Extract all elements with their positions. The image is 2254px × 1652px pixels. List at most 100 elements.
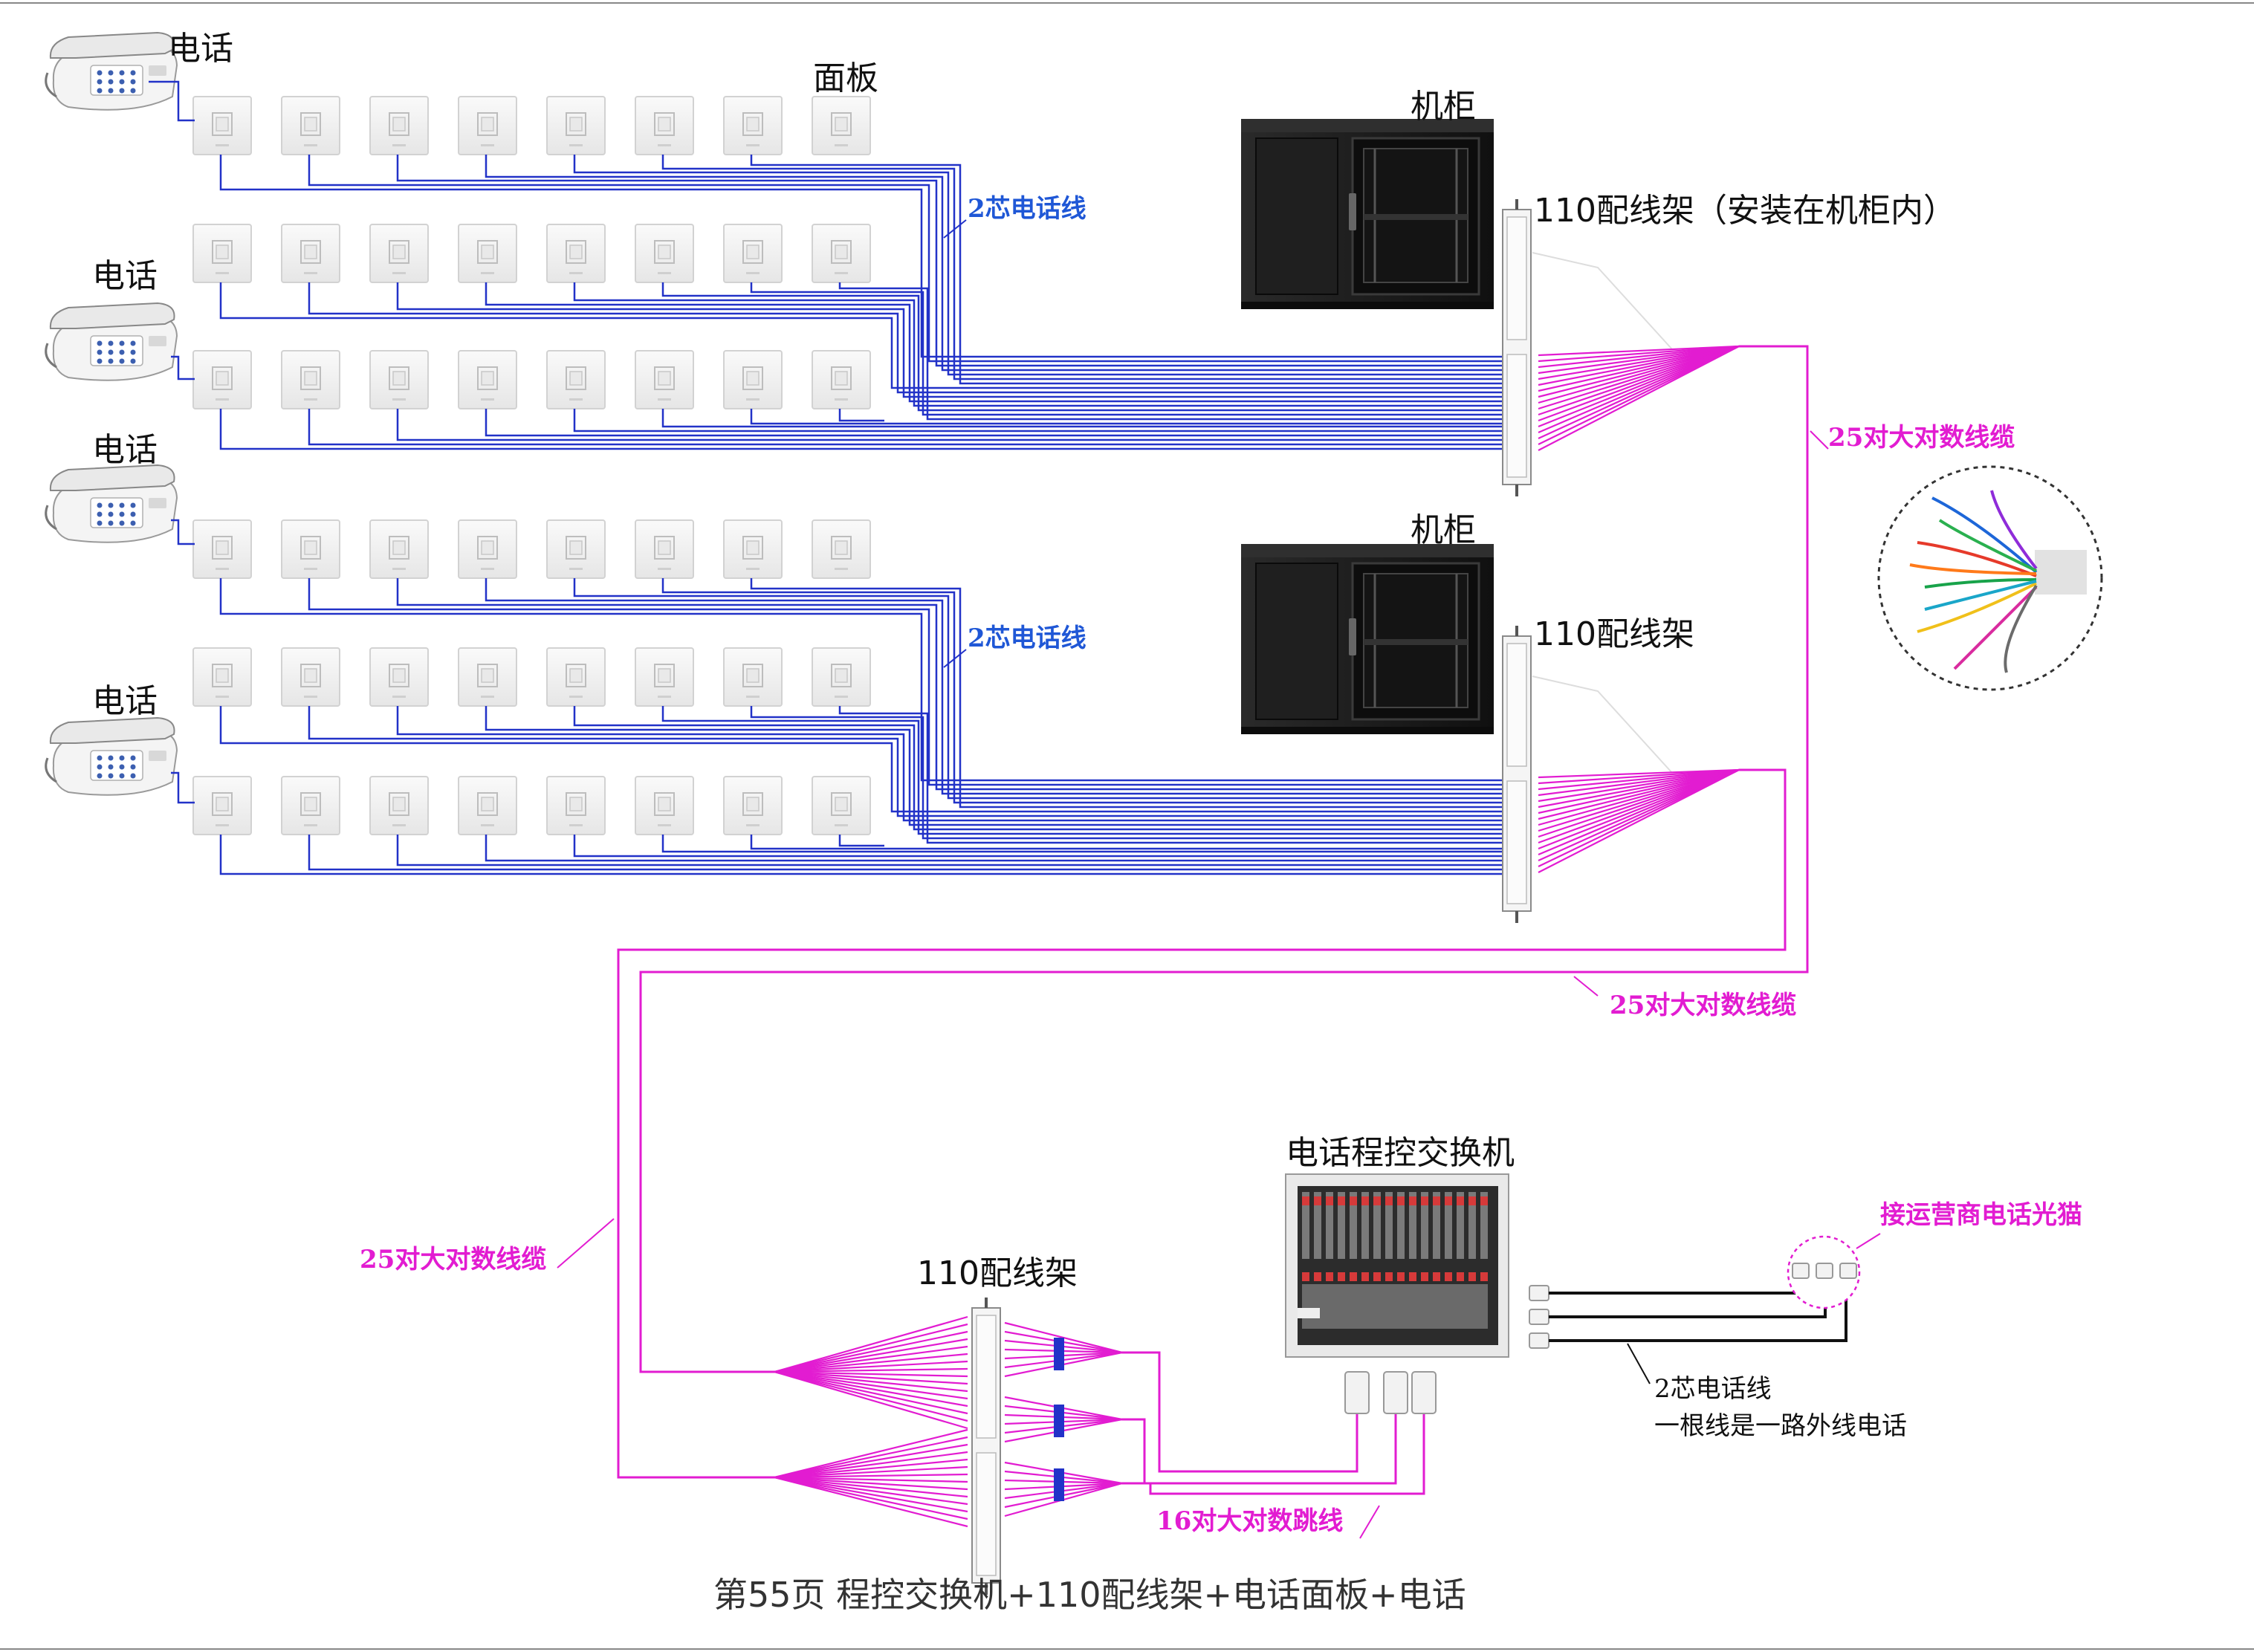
wall-panel-icon	[723, 519, 783, 579]
modem-icon	[1787, 1235, 1861, 1309]
wall-panel-icon	[369, 647, 429, 707]
phone-label: 电话	[168, 30, 233, 68]
cabinet-icon	[1240, 542, 1495, 736]
cable-bundle-icon	[1877, 465, 2103, 691]
cable-25pair-label: 25对大对数线缆	[1610, 991, 1796, 1020]
cable-25pair-label: 25对大对数线缆	[1828, 423, 2015, 453]
wall-panel-icon	[281, 519, 340, 579]
telephone-icon	[45, 716, 178, 797]
phone-cord	[171, 771, 195, 804]
wall-panel-icon	[812, 776, 871, 835]
panel-row-2	[192, 224, 871, 283]
wall-panel-icon	[192, 96, 252, 155]
rack-label-top: 110配线架（安装在机柜内）	[1534, 192, 1956, 230]
cabinet-icon	[1240, 117, 1495, 311]
rack-guide	[1532, 676, 1673, 774]
wall-panel-icon	[281, 96, 340, 155]
wall-panel-icon	[546, 776, 606, 835]
wall-panel-icon	[192, 519, 252, 579]
wall-panel-icon	[546, 96, 606, 155]
wall-panel-icon	[192, 224, 252, 283]
magenta-fan-top	[1538, 345, 1740, 451]
wall-panel-icon	[458, 647, 517, 707]
jumper-plugs	[1344, 1371, 1437, 1414]
wall-panel-icon	[812, 350, 871, 409]
wall-panel-icon	[458, 224, 517, 283]
patch-rack-icon	[971, 1296, 1002, 1596]
wall-panel-icon	[812, 647, 871, 707]
panel-row-5	[192, 647, 871, 707]
wall-panel-icon	[723, 350, 783, 409]
magenta-fan-rack-left	[774, 1315, 968, 1528]
wall-panel-icon	[812, 519, 871, 579]
wall-panel-icon	[635, 224, 694, 283]
wire-2core-label: 2芯电话线	[968, 623, 1086, 653]
magenta-fan-middle	[1538, 768, 1740, 873]
rack-jumper-blocks	[1054, 1338, 1064, 1501]
cabinet-label: 机柜	[1411, 511, 1476, 549]
outer-line-note-2: 一根线是一路外线电话	[1654, 1411, 1907, 1441]
panel-row-6	[192, 776, 871, 835]
wall-panel-icon	[723, 647, 783, 707]
wall-panel-icon	[546, 224, 606, 283]
wall-panel-icon	[812, 96, 871, 155]
wall-panel-icon	[635, 96, 694, 155]
wall-panel-icon	[812, 224, 871, 283]
wall-panel-icon	[192, 350, 252, 409]
rack-label: 110配线架	[1534, 615, 1694, 653]
page-caption: 第55页 程控交换机+110配线架+电话面板+电话	[713, 1575, 1466, 1615]
phone-cord	[171, 519, 195, 545]
trunk-cables	[617, 345, 1809, 1479]
panel-row-4	[192, 519, 871, 579]
phone-cord	[149, 80, 195, 122]
telephone-icon	[45, 464, 178, 544]
wall-panel-icon	[369, 776, 429, 835]
wall-panel-icon	[458, 350, 517, 409]
wall-panel-icon	[546, 647, 606, 707]
wall-panels-top	[192, 96, 871, 409]
wall-panel-icon	[458, 519, 517, 579]
wall-panel-icon	[192, 647, 252, 707]
telephone-icon	[45, 302, 178, 382]
blue-wires-top	[219, 155, 1509, 450]
wall-panel-icon	[546, 350, 606, 409]
wire-2core-label: 2芯电话线	[968, 194, 1086, 224]
wall-panels-bottom	[192, 519, 871, 835]
wall-panel-icon	[281, 350, 340, 409]
patch-rack-icon	[1501, 198, 1532, 498]
wall-panel-icon	[281, 224, 340, 283]
outer-line-jacks	[1529, 1285, 1549, 1349]
wall-panel-icon	[723, 776, 783, 835]
outer-line-note-1: 2芯电话线	[1654, 1374, 1772, 1404]
wall-panel-icon	[458, 96, 517, 155]
wall-panel-icon	[723, 96, 783, 155]
wall-panel-icon	[369, 350, 429, 409]
wall-panel-icon	[723, 224, 783, 283]
panel-row-3	[192, 350, 871, 409]
phone-label: 电话	[92, 257, 158, 295]
panel-row-1	[192, 96, 871, 155]
wall-panel-icon	[635, 519, 694, 579]
wall-panel-icon	[192, 776, 252, 835]
wall-panel-icon	[635, 350, 694, 409]
blue-wires-middle	[219, 578, 1509, 875]
wall-panel-icon	[369, 519, 429, 579]
cable-25pair-label: 25对大对数线缆	[360, 1245, 546, 1274]
wall-panel-icon	[546, 519, 606, 579]
panel-label: 面板	[813, 59, 878, 97]
wall-panel-icon	[369, 224, 429, 283]
modem-label: 接运营商电话光猫	[1880, 1200, 2082, 1230]
pbx-label: 电话程控交换机	[1286, 1134, 1515, 1172]
wall-panel-icon	[369, 96, 429, 155]
wall-panel-icon	[635, 647, 694, 707]
leader-lines	[557, 219, 1881, 1539]
patch-rack-icon	[1501, 624, 1532, 924]
rack-label-bottom: 110配线架	[917, 1254, 1078, 1292]
telephone-icon	[45, 31, 178, 111]
jumper-16pair-label: 16对大对数跳线	[1156, 1506, 1343, 1536]
wall-panel-icon	[458, 776, 517, 835]
cabinet-label: 机柜	[1411, 88, 1476, 126]
pbx-switch-icon	[1285, 1173, 1509, 1358]
